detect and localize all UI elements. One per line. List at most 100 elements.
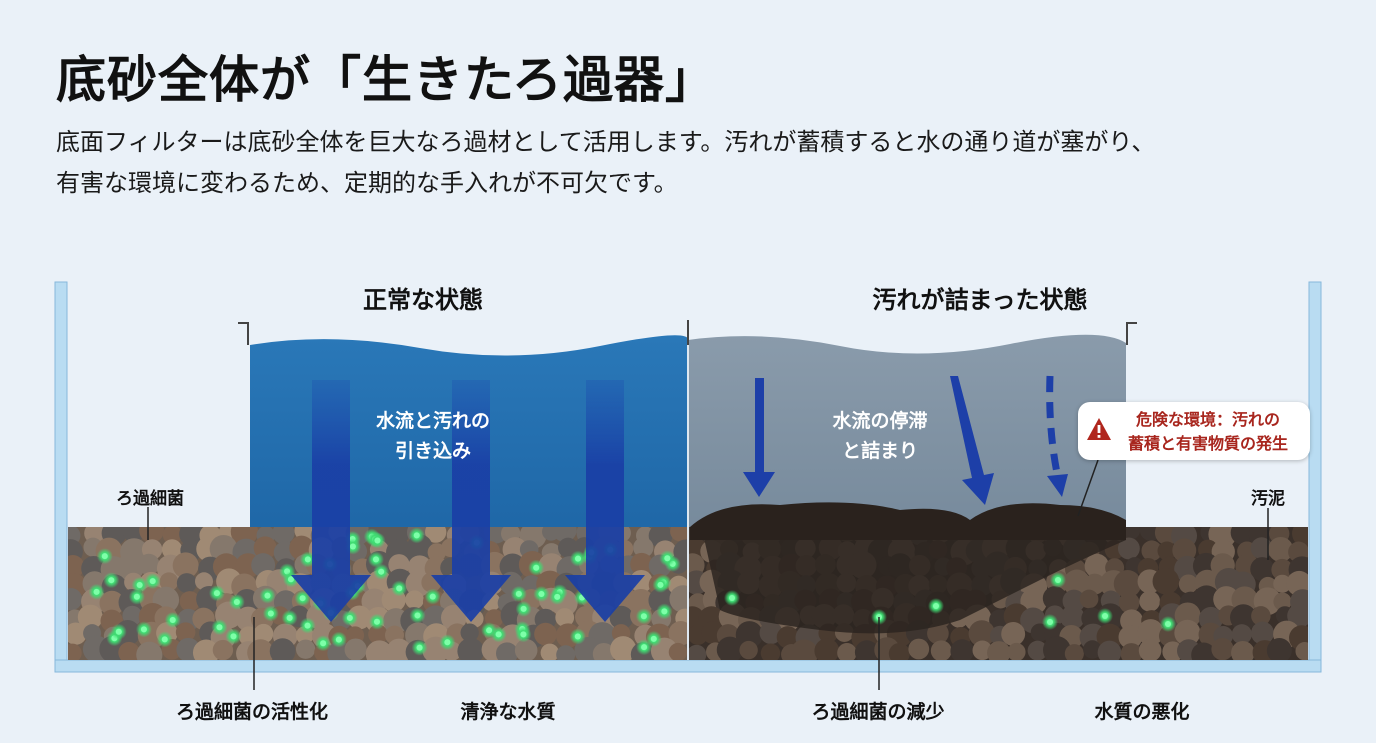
gravel-pebble	[1064, 644, 1084, 660]
gravel-pebble	[457, 637, 485, 660]
gravel-pebble	[1063, 569, 1091, 597]
sludge-mound	[690, 502, 1126, 540]
bacteria-core	[1102, 613, 1108, 619]
bacteria-core	[286, 614, 293, 621]
gravel-pebble	[1273, 574, 1292, 593]
gravel-pebble	[1097, 640, 1122, 660]
gravel-pebble	[972, 640, 993, 660]
gravel-pebble	[1266, 638, 1292, 660]
bacteria-core	[640, 613, 647, 620]
bacteria-core	[933, 603, 939, 609]
gravel-pebble	[854, 640, 879, 660]
page-title: 底砂全体が「生きたろ過器」	[56, 51, 716, 109]
gravel-pebble	[1251, 606, 1271, 626]
bacteria-core	[650, 635, 657, 642]
gravel-pebble	[1083, 640, 1102, 659]
gravel-pebble	[499, 553, 526, 580]
bacteria-core	[414, 612, 421, 619]
gravel-pebble	[1042, 586, 1067, 611]
gravel-pebble	[1192, 585, 1221, 613]
gravel-pebble	[68, 643, 82, 660]
gravel-pebble	[68, 588, 83, 611]
gravel-pebble	[888, 642, 910, 660]
gravel-pebble	[1268, 536, 1294, 562]
gravel-pebble	[1060, 605, 1085, 630]
filter-plate-brackets	[238, 320, 1137, 345]
gravel-pebble	[1043, 636, 1071, 660]
water-degrade-label: 水質の悪化	[1094, 701, 1190, 723]
gravel-pebble	[425, 527, 447, 543]
bacteria-core	[230, 633, 237, 640]
gravel-pebble	[495, 642, 519, 660]
normal-panel-heading: 正常な状態	[363, 286, 483, 314]
gravel-pebble	[118, 641, 140, 660]
bacteria-core	[101, 553, 108, 560]
gravel-pebble	[716, 636, 744, 660]
bacteria-core	[108, 577, 115, 584]
gravel-pebble	[1295, 642, 1308, 660]
gravel-pebble	[1157, 541, 1177, 561]
gravel-pebble	[837, 643, 857, 660]
clogged-panel-heading: 汚れが詰まった状態	[872, 286, 1088, 314]
bacteria-core	[233, 598, 240, 605]
gravel-pebble	[295, 639, 316, 659]
bacteria-core	[429, 593, 436, 600]
bacteria-core	[533, 564, 540, 571]
gravel-pebble	[760, 643, 781, 660]
bacteria-core	[161, 636, 168, 643]
bacteria-core	[136, 582, 143, 589]
gravel-pebble	[172, 552, 199, 579]
gravel-pebble	[1230, 527, 1255, 545]
gravel-pebble	[159, 572, 179, 592]
gravel-pebble	[365, 640, 393, 660]
gravel-pebble	[927, 622, 949, 645]
gravel-pebble	[175, 622, 196, 642]
bacteria-core	[304, 622, 311, 629]
gravel-pebble	[1120, 643, 1143, 660]
gravel-pebble	[176, 573, 197, 594]
bacteria-core	[287, 576, 294, 583]
sludge-label: 汚泥	[1251, 489, 1285, 509]
bacteria-core	[149, 578, 156, 585]
gravel-pebble	[670, 527, 687, 542]
gravel-pebble	[405, 590, 424, 610]
gravel-pebble	[739, 640, 758, 660]
bacteria-core	[396, 585, 403, 592]
bacteria-core	[349, 543, 356, 550]
gravel-pebble	[534, 622, 557, 646]
gravel-pebble	[987, 641, 1011, 660]
bacteria-core	[374, 537, 381, 544]
gravel-pebble	[1007, 642, 1026, 660]
gravel-pebble	[99, 590, 125, 616]
bacteria-active-label: ろ過細菌の活性化	[175, 701, 329, 723]
gravel-pebble	[68, 622, 87, 645]
gravel-pebble	[1211, 637, 1234, 660]
gravel-pebble	[1251, 621, 1275, 645]
gravel-pebble	[1118, 625, 1143, 649]
gravel-pebble	[344, 638, 367, 660]
gravel-pebble	[272, 527, 295, 545]
bacteria-core	[520, 605, 527, 612]
warning-text: 危険な環境：汚れの 蓄積と有害物質の発生	[1127, 410, 1288, 453]
warning-callout: 危険な環境：汚れの 蓄積と有害物質の発生	[1078, 402, 1310, 460]
bacteria-core	[373, 618, 380, 625]
normal-flow-label: 水流と汚れの 引き込み	[375, 410, 491, 462]
gravel-pebble	[669, 585, 687, 613]
gravel-pebble	[68, 554, 85, 578]
leader-lines	[147, 459, 1269, 690]
sludge-layer	[701, 527, 1126, 634]
clean-water-label: 清浄な水質	[460, 701, 556, 723]
gravel-pebble	[689, 644, 707, 660]
description-line-2: 有害な環境に変わるため、定期的な手入れが不可欠です。	[56, 169, 678, 197]
bacteria-core	[1055, 577, 1061, 583]
gravel-pebble	[1174, 619, 1201, 646]
bacteria-core	[216, 624, 223, 631]
gravel-pebble	[514, 639, 538, 660]
gravel-pebble	[556, 645, 576, 660]
dashed-arrow-clogged	[1046, 375, 1062, 479]
gravel-pebble	[386, 638, 412, 660]
gravel-pebble	[1152, 567, 1180, 595]
bacteria-core	[346, 614, 353, 621]
gravel-pebble	[1250, 557, 1275, 582]
